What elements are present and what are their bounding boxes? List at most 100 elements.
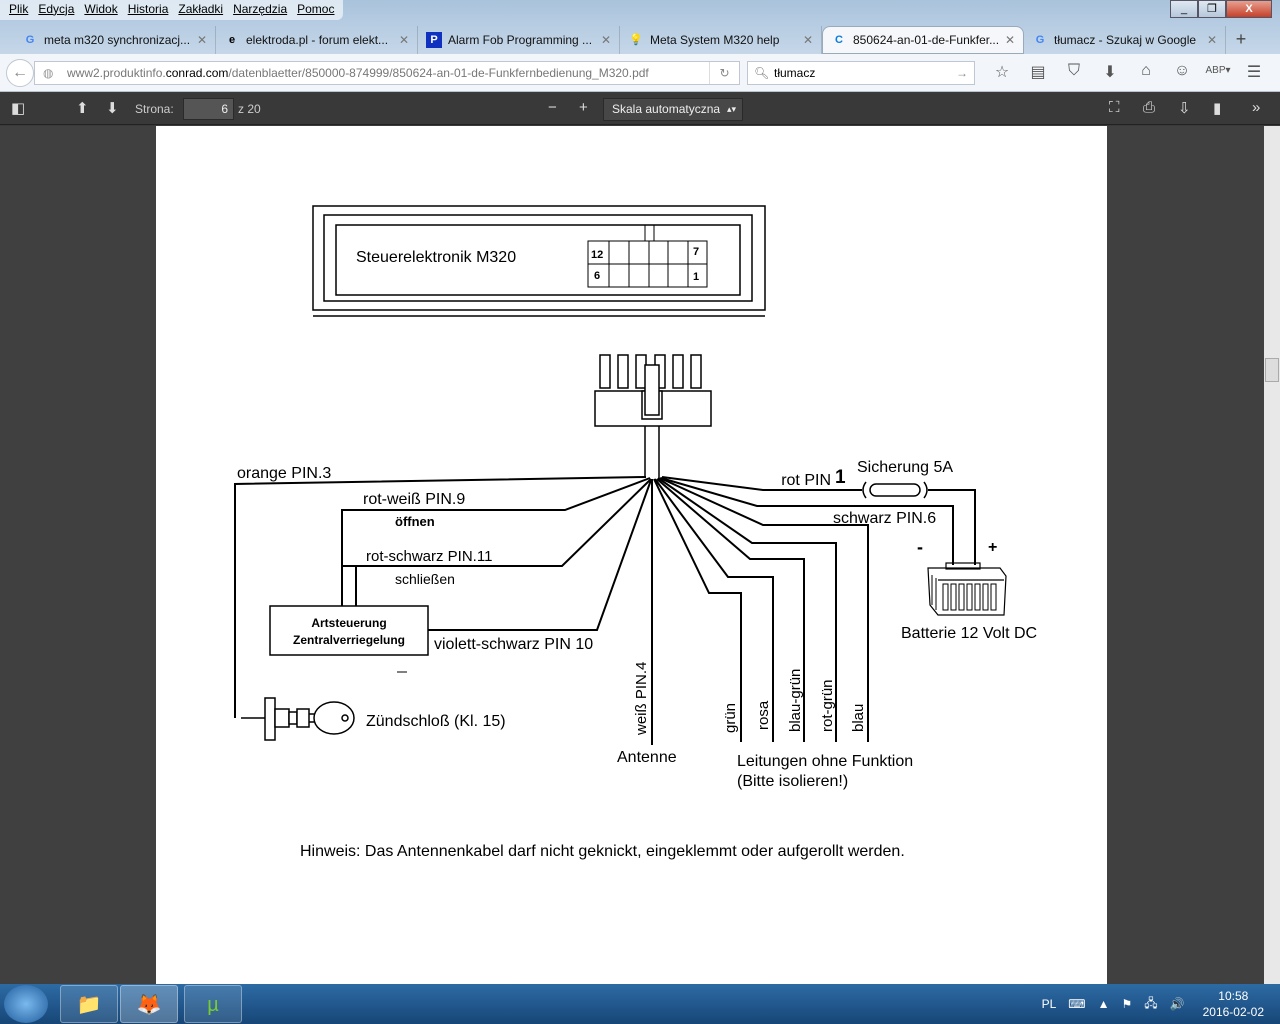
fullscreen-icon[interactable]: ⛶: [1109, 99, 1120, 116]
sidebar-toggle-icon[interactable]: ◧: [11, 100, 26, 117]
pdf-viewer: Steuerelektronik M320 12 7 6 1: [0, 126, 1264, 984]
pocket-icon[interactable]: ⛉: [1067, 62, 1080, 79]
zoom-in-icon[interactable]: +: [579, 99, 588, 116]
search-input[interactable]: 🔍︎ tłumacz →: [747, 61, 975, 85]
chat-icon[interactable]: ☺: [1173, 62, 1191, 79]
back-button[interactable]: ←: [6, 59, 34, 87]
firefox-taskbar-icon[interactable]: 🦊: [120, 985, 178, 1023]
wire-violett-schwarz: [428, 479, 652, 631]
home-icon[interactable]: ⌂: [1141, 62, 1151, 79]
unit-body: [335, 224, 741, 296]
adblock-icon[interactable]: ABP▾: [1205, 65, 1231, 76]
elektroda-icon: e: [228, 34, 236, 46]
battery: [927, 562, 1007, 616]
close-tab-icon[interactable]: ✕: [1206, 33, 1217, 47]
explorer-taskbar-icon[interactable]: 📁: [60, 985, 118, 1023]
menu-pomoc[interactable]: Pomoc: [297, 2, 335, 16]
scrollbar[interactable]: [1264, 126, 1280, 984]
download-icon[interactable]: ⬇: [1103, 64, 1117, 81]
menu-bar: Plik Edycja Widok Historia Zakładki Narz…: [0, 0, 344, 20]
conrad-icon: C: [835, 34, 843, 46]
label-blau: blau: [850, 704, 867, 732]
wire-gruen: [653, 478, 742, 742]
google-icon: G: [1035, 34, 1045, 46]
reading-list-icon[interactable]: ▤: [1030, 64, 1046, 81]
wire-rosa: [654, 478, 774, 742]
start-button[interactable]: [4, 985, 48, 1023]
url-text: www2.produktinfo.conrad.com/datenblaette…: [67, 66, 649, 80]
next-page-icon[interactable]: ⬇: [106, 100, 119, 117]
wire-rot-weiss: [341, 477, 651, 606]
menu-historia[interactable]: Historia: [127, 2, 169, 16]
label-unused-2: (Bitte isolieren!): [737, 773, 848, 790]
label-module-1: Artsteuerung: [311, 616, 386, 630]
unit-label: Steuerelektronik M320: [356, 249, 516, 266]
tab[interactable]: 💡Meta System M320 help✕: [620, 26, 822, 54]
pin-label: 1: [693, 271, 699, 283]
close-tab-icon[interactable]: ✕: [398, 33, 409, 47]
show-hidden-icons[interactable]: ▲: [1097, 997, 1110, 1011]
zoom-out-icon[interactable]: −: [548, 99, 557, 116]
system-tray: PL ⌨ ▲ ⚑ 🖧 🔊 10:58 2016-02-02: [1030, 988, 1264, 1020]
maximize-button[interactable]: ❐: [1198, 0, 1226, 18]
zoom-select[interactable]: Skala automatyczna▴▾: [603, 98, 743, 121]
central-locking-module: [269, 605, 429, 656]
save-icon[interactable]: ⇩: [1178, 100, 1191, 117]
label-unused-1: Leitungen ohne Funktion: [737, 753, 913, 770]
menu-edycja[interactable]: Edycja: [38, 2, 75, 16]
close-tab-icon[interactable]: ✕: [196, 33, 207, 47]
close-tab-icon[interactable]: ✕: [600, 33, 611, 47]
bookmark-star-icon[interactable]: ☆: [994, 64, 1010, 81]
network-icon[interactable]: 🖧: [1144, 995, 1158, 1010]
menu-widok[interactable]: Widok: [84, 2, 118, 16]
reload-icon[interactable]: ↻: [709, 62, 739, 84]
nav-bar: ← ◍ www2.produktinfo.conrad.com/datenbla…: [0, 54, 1280, 92]
print-icon[interactable]: ⎙: [1143, 99, 1156, 116]
scrollbar-thumb[interactable]: [1265, 358, 1279, 382]
p-icon: P: [426, 32, 442, 48]
label-minus: -: [917, 537, 923, 557]
previous-page-icon[interactable]: ⬆: [76, 100, 89, 117]
label-rot: rot PIN: [781, 472, 831, 489]
close-tab-icon[interactable]: ✕: [802, 33, 813, 47]
close-tab-icon[interactable]: ✕: [1004, 33, 1015, 47]
label-gruen: grün: [722, 703, 739, 733]
label-rot-gruen: rot-grün: [819, 679, 836, 732]
menu-plik[interactable]: Plik: [9, 2, 29, 16]
label-rot-weiss: rot-weiß PIN.9: [363, 491, 465, 508]
note-text: Hinweis: Das Antennenkabel darf nicht ge…: [300, 843, 905, 860]
language-indicator[interactable]: PL: [1041, 997, 1057, 1011]
label-schliessen: schließen: [395, 571, 455, 587]
close-button[interactable]: X: [1226, 0, 1272, 18]
label-battery: Batterie 12 Volt DC: [901, 625, 1037, 642]
bookmark-icon[interactable]: ▮: [1213, 100, 1222, 117]
menu-narzedzia[interactable]: Narzędzia: [233, 2, 288, 16]
wire-schwarz: [660, 477, 954, 565]
wire-rot-schwarz: [342, 478, 652, 567]
title-bar: Plik Edycja Widok Historia Zakładki Narz…: [0, 0, 1280, 60]
wire-rot: [661, 476, 862, 491]
new-tab-button[interactable]: +: [1235, 29, 1247, 49]
clock[interactable]: 10:58 2016-02-02: [1202, 989, 1264, 1019]
tools-icon[interactable]: »: [1252, 99, 1261, 116]
keyboard-icon[interactable]: ⌨: [1068, 997, 1086, 1011]
url-bar[interactable]: ◍ www2.produktinfo.conrad.com/datenblaet…: [34, 61, 740, 85]
label-rot-pin: 1: [835, 467, 846, 488]
label-oeffnen: öffnen: [395, 514, 435, 529]
pin-label: 7: [693, 246, 699, 258]
minimize-button[interactable]: _: [1170, 0, 1198, 18]
plug: [594, 354, 712, 478]
menu-zakladki[interactable]: Zakładki: [178, 2, 224, 16]
page-number-input[interactable]: 6: [183, 98, 234, 120]
menu-icon[interactable]: ☰: [1246, 64, 1262, 81]
fuse: [862, 481, 928, 499]
utorrent-taskbar-icon[interactable]: µ: [184, 985, 242, 1023]
action-center-flag-icon[interactable]: ⚑: [1121, 997, 1133, 1011]
go-arrow-icon[interactable]: →: [956, 66, 968, 80]
volume-icon[interactable]: 🔊: [1169, 997, 1185, 1011]
